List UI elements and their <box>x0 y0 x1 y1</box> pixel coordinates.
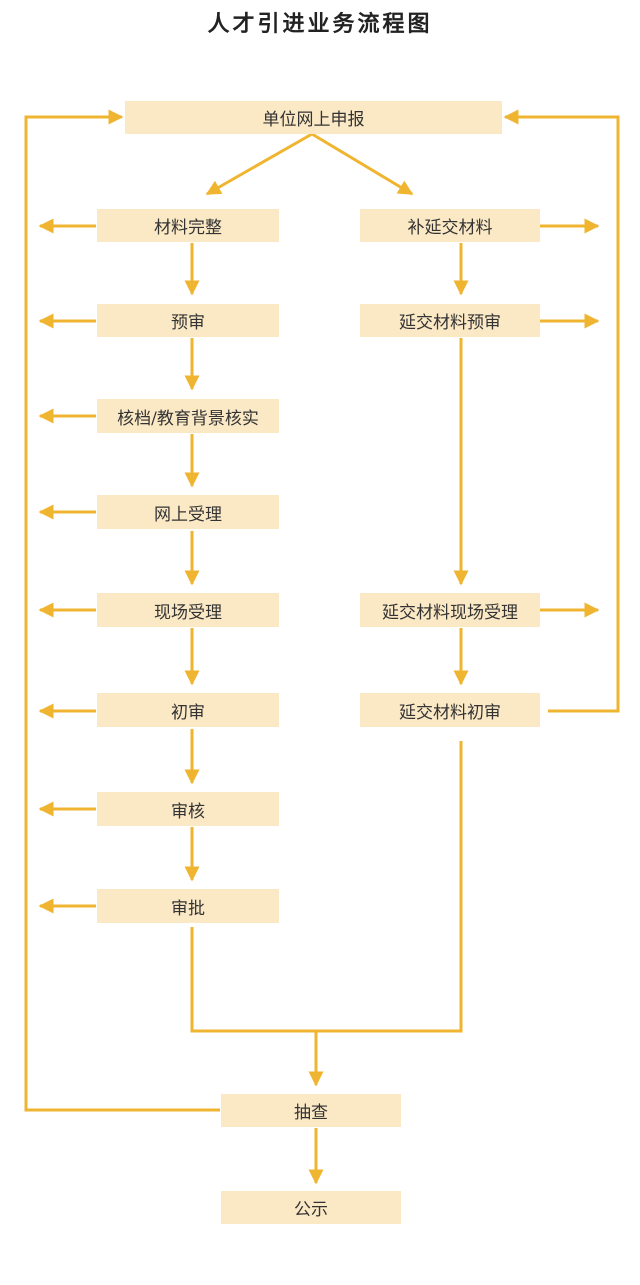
node-audit: 审核 <box>97 792 279 826</box>
node-sup-onsite: 延交材料现场受理 <box>360 593 540 627</box>
node-approve: 审批 <box>97 889 279 923</box>
node-complete: 材料完整 <box>97 209 279 242</box>
arrow-submit-to-supplement <box>311 132 414 196</box>
loop-sup-firstreview-to-submit <box>503 109 620 713</box>
node-firstreview: 初审 <box>97 693 279 727</box>
node-publicize: 公示 <box>221 1191 401 1224</box>
node-submit: 单位网上申报 <box>125 101 502 134</box>
node-prereview: 预审 <box>97 304 279 337</box>
node-sup-prereview: 延交材料预审 <box>360 304 540 337</box>
node-verify: 核档/教育背景核实 <box>97 399 279 433</box>
arrow-submit-to-complete <box>205 132 313 196</box>
diagram-title: 人才引进业务流程图 <box>207 12 433 37</box>
node-sup-firstreview: 延交材料初审 <box>360 693 540 727</box>
node-spotcheck: 抽查 <box>221 1094 401 1127</box>
node-online: 网上受理 <box>97 495 279 529</box>
node-supplement: 补延交材料 <box>360 209 540 242</box>
node-onsite: 现场受理 <box>97 593 279 627</box>
merge-line-approve <box>190 741 463 1033</box>
loop-spotcheck-to-submit <box>24 109 220 1112</box>
